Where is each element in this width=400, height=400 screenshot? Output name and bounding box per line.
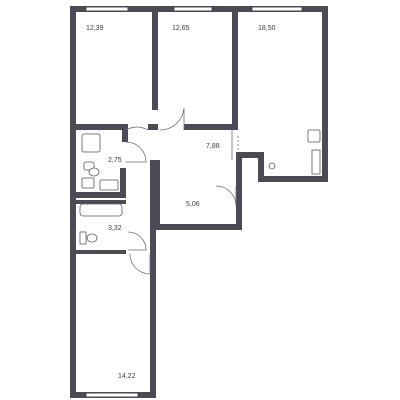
toilet-icon xyxy=(88,167,100,177)
door-bathroom-lower xyxy=(127,231,147,251)
room-area-bathroom-lower: 3,32 xyxy=(108,225,122,232)
wall-bath-right xyxy=(122,124,128,142)
room-area-bedroom-left-top: 12,39 xyxy=(86,25,104,32)
window-4 xyxy=(85,392,139,398)
wall-hall-left-lower xyxy=(150,160,156,254)
toilet-lower-tank-icon xyxy=(79,231,87,245)
wall-bath-divider xyxy=(76,192,126,198)
door-bathroom-upper xyxy=(125,141,147,163)
wall-right xyxy=(322,6,328,182)
room-labels: 12,39 12,65 18,50 7,88 2,75 5,06 3,32 14… xyxy=(86,25,276,380)
wall-middle-bedroom-bottom xyxy=(184,124,238,130)
room-area-bathroom-upper: 2,75 xyxy=(108,157,122,164)
wall-bath-right-lower xyxy=(120,168,126,198)
wall-bottom-bedroom-top xyxy=(76,250,124,254)
window-3 xyxy=(251,6,303,12)
door-bedroom-middle xyxy=(159,107,185,131)
door-storage xyxy=(215,185,237,207)
bathtub-lower-icon xyxy=(79,203,123,217)
room-area-living-kitchen: 18,50 xyxy=(258,25,276,32)
toilet-tank-icon xyxy=(81,177,95,189)
wall-bottom-right xyxy=(150,252,156,398)
wall-bedroom-divider-1 xyxy=(152,6,158,110)
windows xyxy=(85,6,303,398)
stove-burner-icon xyxy=(268,162,276,170)
room-area-storage: 5,06 xyxy=(186,201,200,208)
wall-bedroom-divider-2 xyxy=(232,6,238,130)
wall-storage-left xyxy=(154,160,160,230)
wall-left-bedroom-bottom xyxy=(70,124,122,130)
room-area-bedroom-middle-top: 12,65 xyxy=(172,25,190,32)
bathtub-icon xyxy=(81,133,101,153)
wall-storage-right xyxy=(236,152,242,230)
wall-left-bedroom-bottom-b xyxy=(148,124,158,130)
sink-icon xyxy=(83,161,95,171)
doors xyxy=(125,107,237,275)
wall-kitchen-bottom xyxy=(258,176,328,182)
wall-left-upper xyxy=(70,6,76,264)
room-area-hallway: 7,88 xyxy=(206,143,220,150)
wall-bath2-top xyxy=(76,200,126,204)
wall-storage-bottom xyxy=(154,224,242,230)
toilet-lower-icon xyxy=(86,233,98,243)
washer-icon xyxy=(99,179,119,191)
window-1 xyxy=(85,6,129,12)
fixtures xyxy=(79,129,321,245)
room-area-bedroom-bottom: 14,22 xyxy=(118,373,136,380)
wall-kitchen-notch xyxy=(258,152,264,182)
door-bedroom-left xyxy=(125,126,149,131)
wall-hall-right-bottom xyxy=(236,152,264,158)
door-bedroom-bottom xyxy=(129,253,151,275)
window-2 xyxy=(173,6,213,12)
kitchen-sink-icon xyxy=(307,129,321,143)
stove-icon xyxy=(311,149,321,175)
wall-left-lower xyxy=(70,252,76,398)
